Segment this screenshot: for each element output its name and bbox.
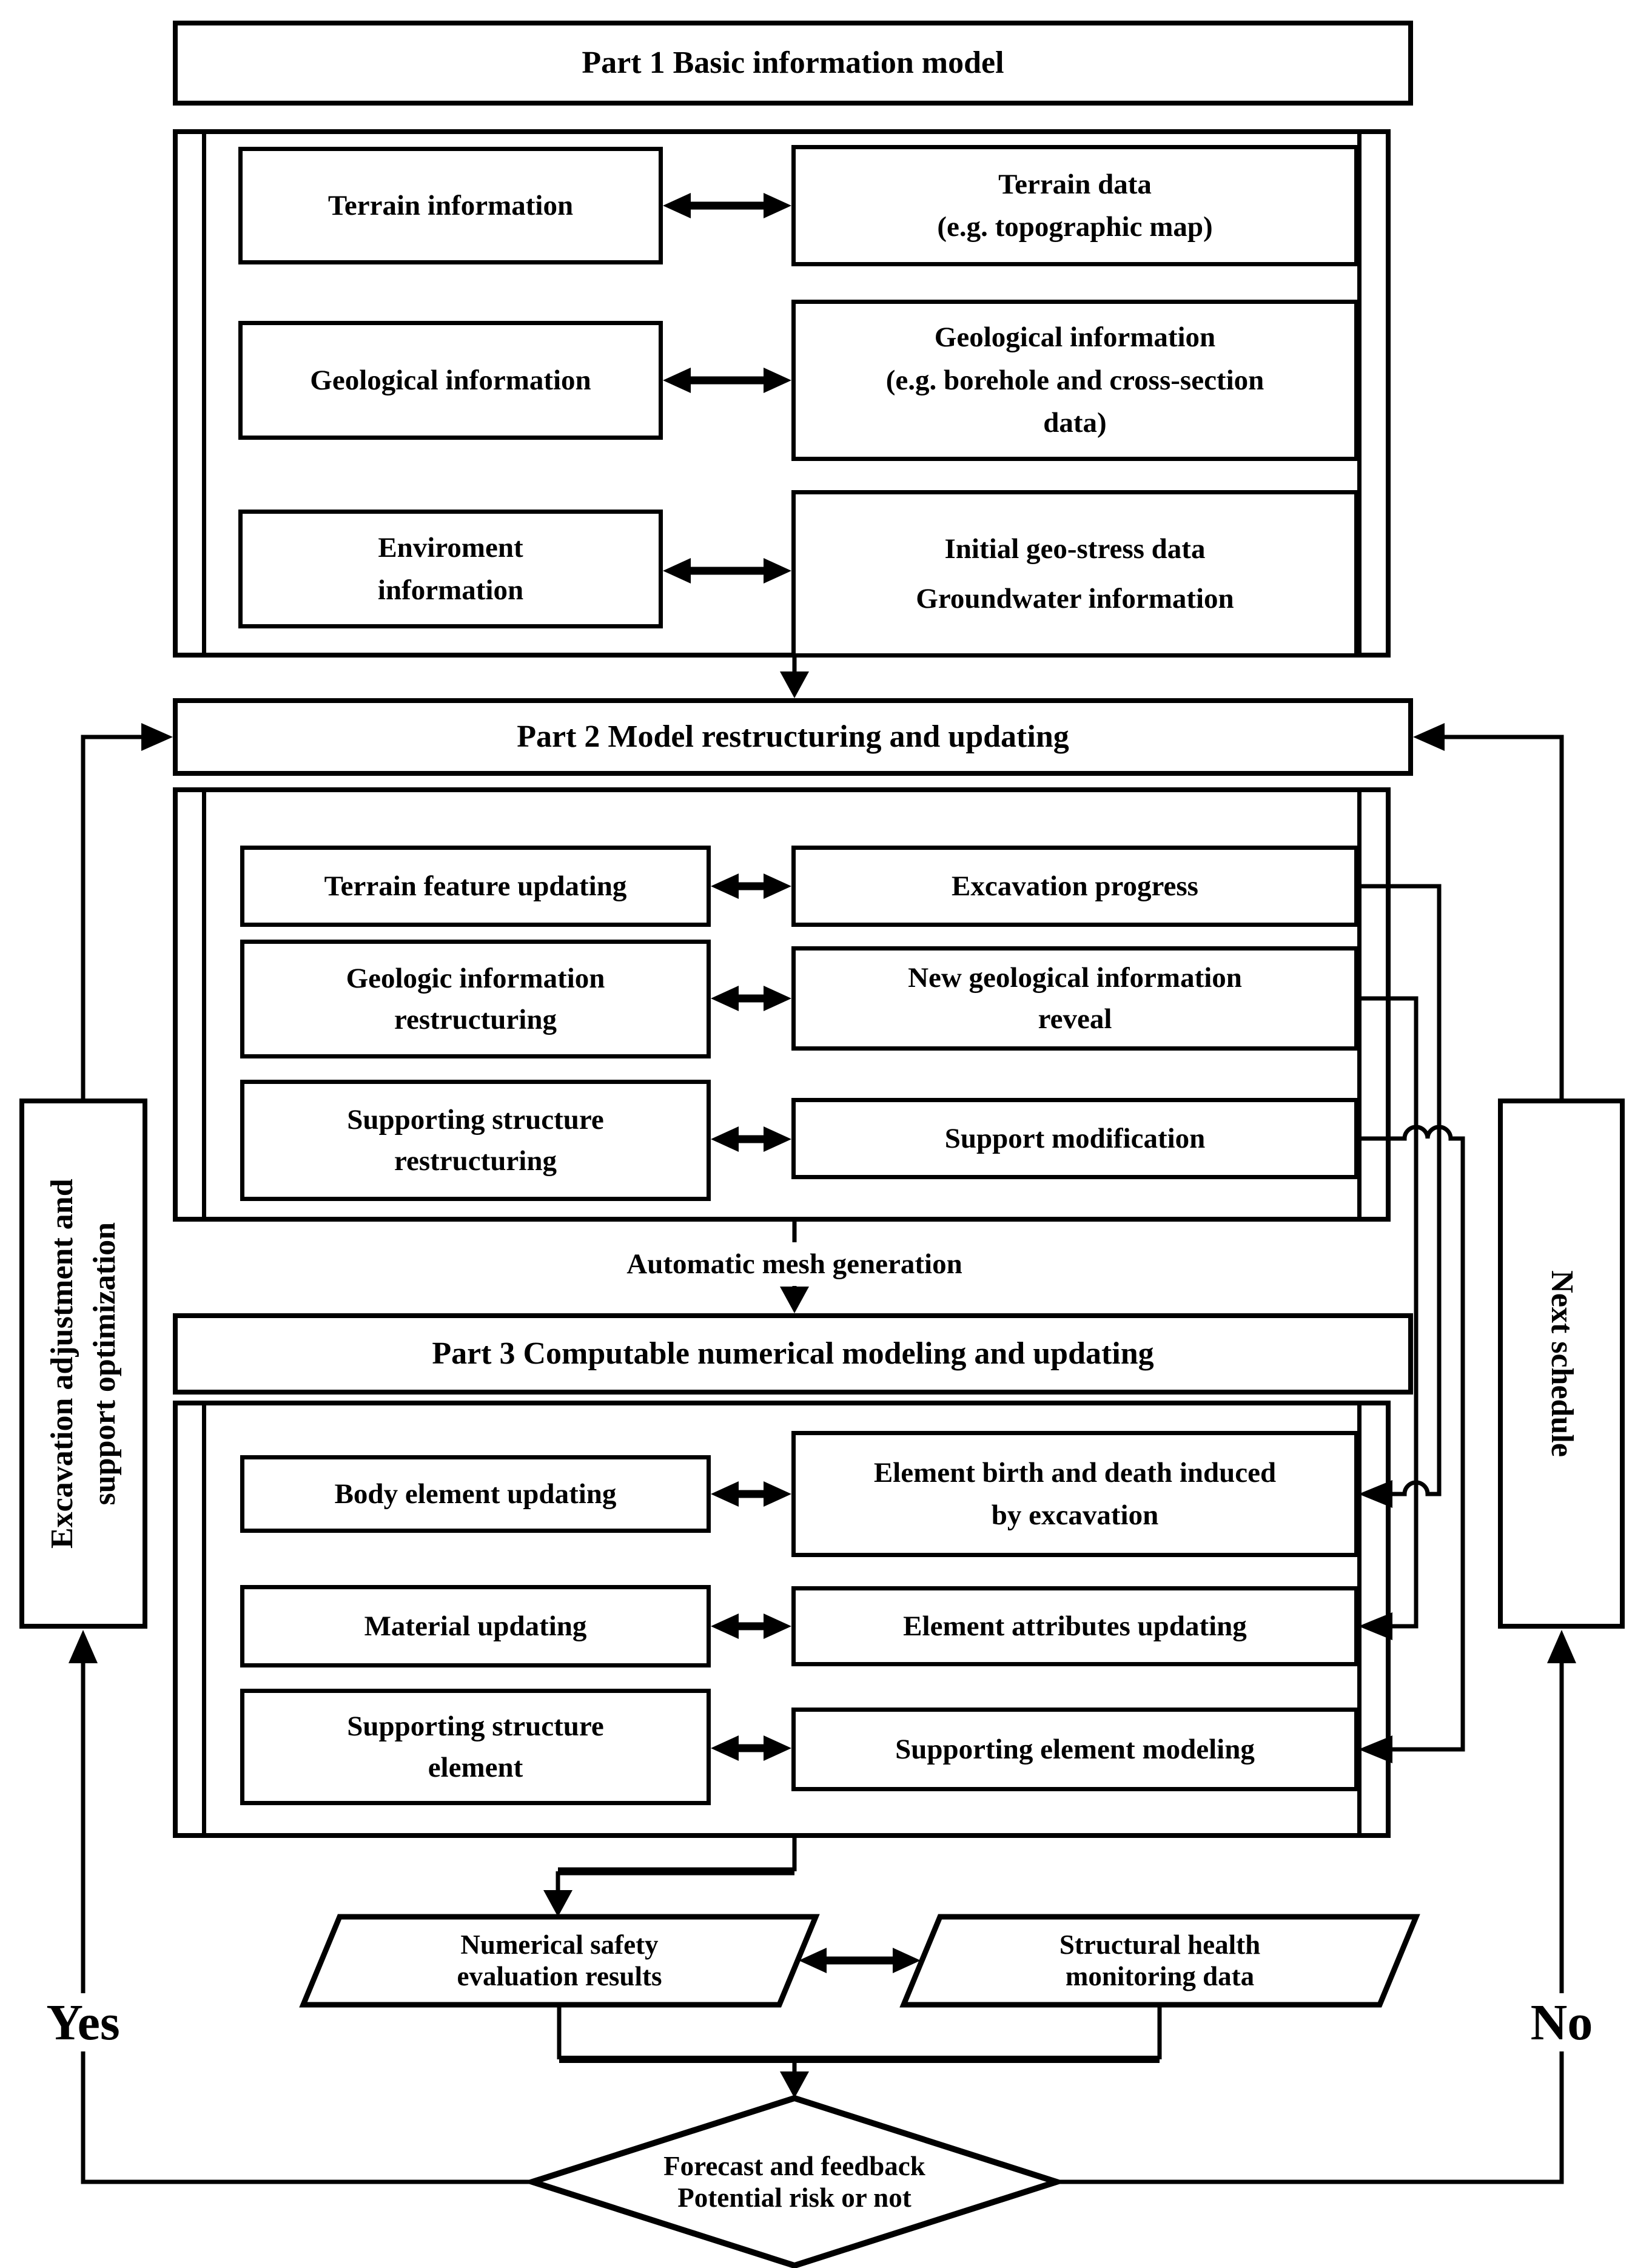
- p1-row3-right-label: Initial geo-stress data Groundwater info…: [916, 533, 1234, 614]
- p3-row2-right: Element attributes updating: [791, 1586, 1358, 1666]
- monitoring-data-text: Structural health monitoring data: [1059, 1930, 1261, 1991]
- monitoring-data-parallelogram-label: Structural health monitoring data: [913, 1922, 1407, 1999]
- p3-row3-right-label: Supporting element modeling: [895, 1733, 1255, 1765]
- p2-row3-right: Support modification: [791, 1098, 1358, 1179]
- p3-row3-left: Supporting structure element: [240, 1689, 711, 1805]
- p3-row1-left: Body element updating: [240, 1455, 711, 1533]
- numerical-safety-text: Numerical safety evaluation results: [457, 1930, 662, 1991]
- p3-row2-left-label: Material updating: [364, 1610, 587, 1642]
- excavation-adjustment-label: Excavation adjustment and support optimi…: [44, 1179, 122, 1549]
- p2-row3-left: Supporting structure restructuring: [240, 1080, 711, 1201]
- p3-row2-left: Material updating: [240, 1585, 711, 1667]
- p1-row2-right: Geological information (e.g. borehole an…: [791, 300, 1358, 461]
- p1-row3-left: Enviroment information: [238, 510, 663, 628]
- part1-inner-line-right: [1357, 134, 1362, 653]
- next-schedule-label: Next schedule: [1544, 1270, 1579, 1457]
- p3-row1-left-label: Body element updating: [334, 1478, 617, 1510]
- p2-row2-right: New geological information reveal: [791, 946, 1358, 1051]
- no-text: No: [1530, 1994, 1593, 2051]
- p2-row3-left-label: Supporting structure restructuring: [347, 1103, 604, 1177]
- decision-diamond-label: Forecast and feedback Potential risk or …: [534, 2128, 1055, 2236]
- p3-row1-right-label: Element birth and death induced by excav…: [873, 1456, 1277, 1532]
- p2-row2-left: Geologic information restructuring: [240, 940, 711, 1058]
- arrow-into-part2-right-icon: [1413, 723, 1445, 751]
- part3-inner-line-left: [202, 1405, 206, 1833]
- part3-header: Part 3 Computable numerical modeling and…: [173, 1313, 1413, 1395]
- arrow-into-left-loop-icon: [69, 1630, 98, 1663]
- p1-row3-left-label: Enviroment information: [377, 531, 524, 607]
- no-branch-label: No: [1504, 1993, 1619, 2051]
- part3-title: Part 3 Computable numerical modeling and…: [432, 1336, 1154, 1371]
- p1-row2-right-label: Geological information (e.g. borehole an…: [885, 321, 1264, 439]
- p2-row1-left-label: Terrain feature updating: [324, 870, 627, 902]
- part2-header: Part 2 Model restructuring and updating: [173, 698, 1413, 776]
- part1-header: Part 1 Basic information model: [173, 21, 1413, 106]
- numerical-safety-parallelogram-label: Numerical safety evaluation results: [312, 1922, 807, 1999]
- p2-row3-right-label: Support modification: [944, 1122, 1206, 1154]
- part1-inner-line-left: [202, 134, 206, 653]
- arrow-into-diamond-icon: [780, 2071, 809, 2098]
- p1-row3-right: Initial geo-stress data Groundwater info…: [791, 490, 1358, 658]
- part2-inner-line-left: [202, 792, 206, 1217]
- arrow-into-part2-left-icon: [141, 723, 173, 751]
- p2-row2-right-label: New geological information reveal: [908, 961, 1242, 1035]
- p3-row3-left-label: Supporting structure element: [347, 1710, 604, 1783]
- p1-row2-left: Geological information: [238, 321, 663, 440]
- p1-row2-left-label: Geological information: [310, 364, 591, 396]
- yes-branch-label: Yes: [25, 1993, 141, 2051]
- p3-row3-right: Supporting element modeling: [791, 1708, 1358, 1791]
- arrow-into-numerical-icon: [543, 1890, 572, 1917]
- yes-text: Yes: [46, 1994, 120, 2051]
- next-schedule-box: Next schedule: [1498, 1099, 1625, 1629]
- arrow-into-next-schedule-icon: [1547, 1630, 1576, 1663]
- p2-row1-right-label: Excavation progress: [952, 870, 1198, 902]
- p1-row1-left-label: Terrain information: [327, 189, 574, 221]
- p2-row1-left: Terrain feature updating: [240, 846, 711, 927]
- decision-text: Forecast and feedback Potential risk or …: [663, 2151, 925, 2213]
- mesh-generation-text: Automatic mesh generation: [626, 1248, 962, 1280]
- p1-row1-left: Terrain information: [238, 147, 663, 264]
- part2-title: Part 2 Model restructuring and updating: [517, 719, 1069, 755]
- p3-row1-right: Element birth and death induced by excav…: [791, 1431, 1358, 1557]
- p3-row2-right-label: Element attributes updating: [903, 1610, 1247, 1642]
- p1-row1-right-label: Terrain data (e.g. topographic map): [937, 168, 1213, 243]
- mesh-generation-label: Automatic mesh generation: [600, 1242, 989, 1286]
- left-loop-to-part2-line: [81, 735, 141, 1099]
- arrow-into-part2-top-icon: [780, 671, 809, 698]
- p2-row1-right: Excavation progress: [791, 846, 1358, 927]
- p2-row2-left-label: Geologic information restructuring: [346, 962, 605, 1035]
- p1-row1-right: Terrain data (e.g. topographic map): [791, 145, 1358, 266]
- next-schedule-to-part2-line: [1445, 735, 1564, 1099]
- arrow-into-part3-icon: [780, 1287, 809, 1313]
- part1-title: Part 1 Basic information model: [582, 45, 1004, 81]
- excavation-adjustment-box: Excavation adjustment and support optimi…: [19, 1099, 147, 1629]
